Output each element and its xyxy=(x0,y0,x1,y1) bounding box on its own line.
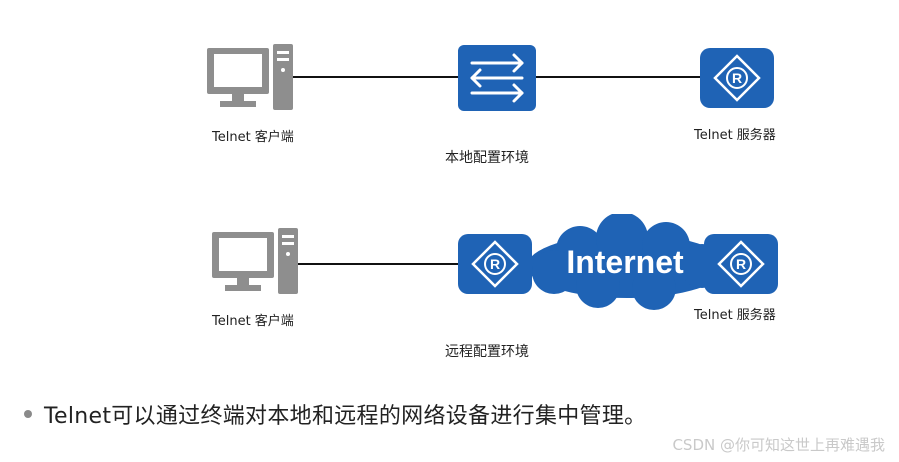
link-client-router xyxy=(296,263,458,265)
link-client-switch xyxy=(292,76,458,78)
router-icon: R xyxy=(704,234,778,294)
router-letter: R xyxy=(736,256,746,272)
local-client-label: Telnet 客户端 xyxy=(212,130,294,145)
computer-icon xyxy=(207,44,293,110)
bullet-point: Telnet可以通过终端对本地和远程的网络设备进行集中管理。 xyxy=(24,398,646,430)
router-letter: R xyxy=(732,70,742,86)
router-letter: R xyxy=(490,256,500,272)
watermark: CSDN @你可知这世上再难遇我 xyxy=(672,436,885,454)
remote-caption: 远程配置环境 xyxy=(445,344,529,360)
bullet-dot-icon xyxy=(24,410,32,418)
router-icon: R xyxy=(458,234,532,294)
bullet-text: Telnet可以通过终端对本地和远程的网络设备进行集中管理。 xyxy=(44,404,647,429)
link-switch-server xyxy=(536,76,700,78)
remote-client-label: Telnet 客户端 xyxy=(212,314,294,329)
router-icon: R xyxy=(700,48,774,108)
internet-label: Internet xyxy=(566,244,684,280)
computer-icon xyxy=(212,228,298,294)
local-caption: 本地配置环境 xyxy=(445,150,529,166)
local-server-label: Telnet 服务器 xyxy=(694,128,776,143)
remote-server-label: Telnet 服务器 xyxy=(694,308,776,323)
switch-icon xyxy=(458,45,536,111)
